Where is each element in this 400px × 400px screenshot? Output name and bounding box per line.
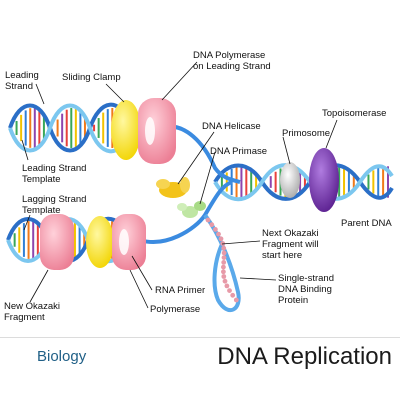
label-ssb-protein: Single-strand DNA Binding Protein (278, 273, 334, 306)
ssb-bead (205, 217, 211, 223)
ssb-bead (221, 269, 226, 275)
bottom-strip (0, 374, 400, 400)
label-primosome: Primosome (282, 128, 331, 139)
ssb-bead (220, 241, 226, 246)
ssb-bead (221, 245, 227, 251)
label-leading-strand: Leading Strand (5, 70, 39, 92)
footer-category: Biology (37, 348, 87, 365)
label-new-okazaki: New Okazaki Fragment (4, 301, 60, 323)
polymerase-lagging-left (40, 214, 74, 270)
ssb-bead (216, 231, 221, 237)
leading-strand-b (8, 103, 130, 154)
label-lagging-strand-template: Lagging Strand Template (22, 194, 87, 216)
sliding-clamp-lower (86, 216, 114, 268)
ssb-bead (209, 222, 215, 228)
footer-bar: Biology DNA Replication (0, 337, 400, 375)
dna-helicase (156, 177, 190, 198)
label-rna-primer: RNA Primer (155, 285, 206, 296)
polymerase-lagging-hole (119, 229, 129, 255)
ssb-bead (233, 297, 239, 303)
label-parent-dna: Parent DNA (341, 218, 392, 229)
ssb-bead (213, 227, 218, 232)
ssb-bead (221, 274, 227, 279)
ssb-protein-beads (205, 217, 239, 303)
label-sliding-clamp: Sliding Clamp (62, 72, 121, 83)
leading-template-strand (159, 124, 241, 184)
ssb-bead (230, 292, 236, 298)
ssb-bead (221, 255, 227, 260)
footer-title: DNA Replication (217, 343, 392, 370)
topoisomerase (309, 148, 339, 212)
ssb-bead (218, 236, 224, 242)
dna-primase (177, 201, 206, 218)
polymerase-leading-hole (145, 117, 155, 145)
sliding-clamp-upper (111, 100, 141, 160)
ssb-bead (221, 250, 227, 256)
label-polymerase: Polymerase (150, 304, 201, 315)
primosome (280, 162, 300, 198)
label-dna-primase: DNA Primase (210, 146, 268, 157)
ssb-bead (227, 288, 232, 293)
polymerase-leading (138, 98, 176, 164)
label-dna-polymerase-leading: DNA Polymerase on Leading Strand (193, 50, 271, 72)
leader-lines (21, 61, 338, 309)
ssb-bead (224, 283, 230, 289)
label-leading-strand-template: Leading Strand Template (22, 163, 87, 185)
ssb-bead (221, 264, 226, 270)
ssb-bead (221, 260, 227, 265)
upper-helix (8, 102, 130, 154)
ssb-bead (222, 278, 228, 284)
label-dna-helicase: DNA Helicase (202, 121, 261, 132)
label-next-okazaki: Next Okazaki Fragment will start here (262, 228, 319, 261)
label-topoisomerase: Topoisomerase (322, 108, 387, 119)
leading-strand-a (8, 102, 130, 153)
